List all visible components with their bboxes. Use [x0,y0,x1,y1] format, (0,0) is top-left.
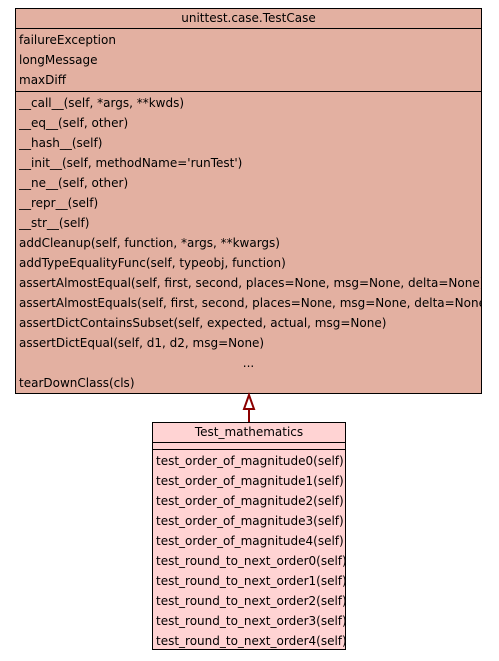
method: test_round_to_next_order1(self) [156,574,345,588]
method: tearDownClass(cls) [19,376,135,390]
method: addTypeEqualityFunc(self, typeobj, funct… [19,256,286,270]
base-class-name: unittest.case.TestCase [16,9,481,29]
method: assertDictContainsSubset(self, expected,… [19,316,387,330]
derived-class-name: Test_mathematics [153,423,345,443]
method: __eq__(self, other) [19,116,129,130]
base-class-attributes: failureException longMessage maxDiff [16,29,481,92]
method: __ne__(self, other) [19,176,129,190]
derived-class-attributes [153,443,345,450]
method: test_round_to_next_order2(self) [156,594,345,608]
method: test_order_of_magnitude2(self) [156,494,344,508]
derived-class-box: Test_mathematics test_order_of_magnitude… [152,422,346,650]
method: test_round_to_next_order3(self) [156,614,345,628]
method: test_order_of_magnitude3(self) [156,514,344,528]
method: addCleanup(self, function, *args, **kwar… [19,236,280,250]
method: __repr__(self) [19,196,99,210]
attribute: maxDiff [19,73,66,87]
attribute: failureException [19,33,116,47]
methods-ellipsis: ... [242,356,255,370]
hollow-triangle-arrowhead-icon [242,392,256,410]
method: test_order_of_magnitude0(self) [156,454,344,468]
method: __hash__(self) [19,136,103,150]
derived-class-methods: test_order_of_magnitude0(self) test_orde… [153,450,345,652]
method: test_round_to_next_order0(self) [156,554,345,568]
method: test_order_of_magnitude1(self) [156,474,344,488]
method: __init__(self, methodName='runTest') [19,156,243,170]
method: assertAlmostEqual(self, first, second, p… [19,276,481,290]
method: __str__(self) [19,216,90,230]
method: assertAlmostEquals(self, first, second, … [19,296,481,310]
method: __call__(self, *args, **kwds) [19,96,185,110]
base-class-methods: __call__(self, *args, **kwds) __eq__(sel… [16,92,481,394]
method: assertDictEqual(self, d1, d2, msg=None) [19,336,265,350]
base-class-box: unittest.case.TestCase failureException … [15,8,482,394]
attribute: longMessage [19,53,98,67]
method: test_round_to_next_order4(self) [156,634,345,648]
method: test_order_of_magnitude4(self) [156,534,344,548]
